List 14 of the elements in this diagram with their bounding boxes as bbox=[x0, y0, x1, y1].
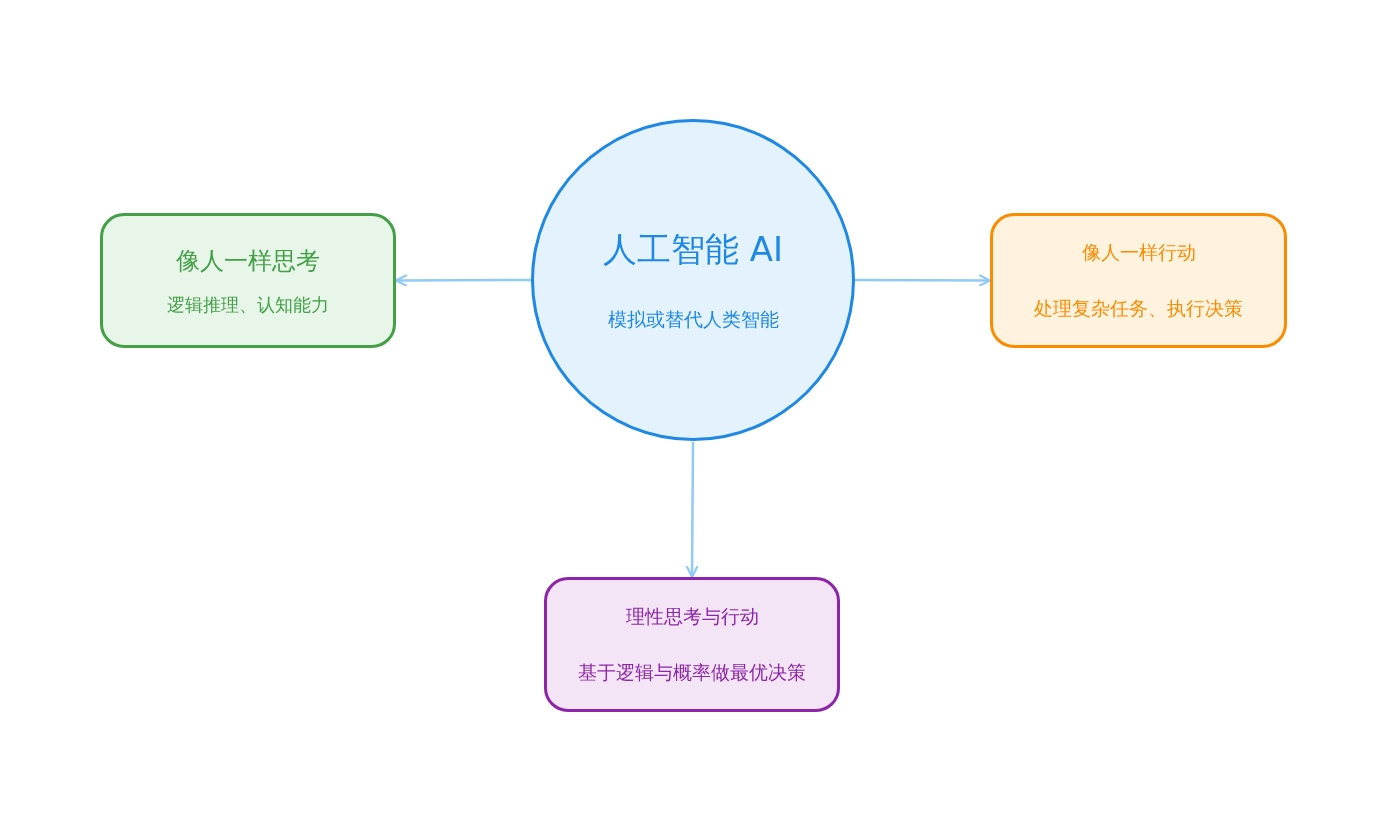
node-subtitle: 基于逻辑与概率做最优决策 bbox=[578, 659, 806, 685]
node-subtitle: 模拟或替代人类智能 bbox=[607, 307, 779, 332]
node-title: 像人一样行动 bbox=[1081, 239, 1196, 265]
arrow bbox=[394, 274, 531, 287]
node-title: 人工智能 AI bbox=[602, 228, 784, 271]
concept-box bbox=[544, 577, 840, 712]
concept-box bbox=[990, 213, 1287, 348]
node-subtitle: 处理复杂任务、执行决策 bbox=[1034, 295, 1243, 321]
arrow bbox=[685, 442, 699, 579]
arrow bbox=[855, 274, 992, 287]
concept-box bbox=[100, 213, 396, 348]
node-title: 像人一样思考 bbox=[176, 245, 320, 277]
node-subtitle: 逻辑推理、认知能力 bbox=[167, 292, 329, 317]
node-title: 理性思考与行动 bbox=[625, 603, 759, 629]
